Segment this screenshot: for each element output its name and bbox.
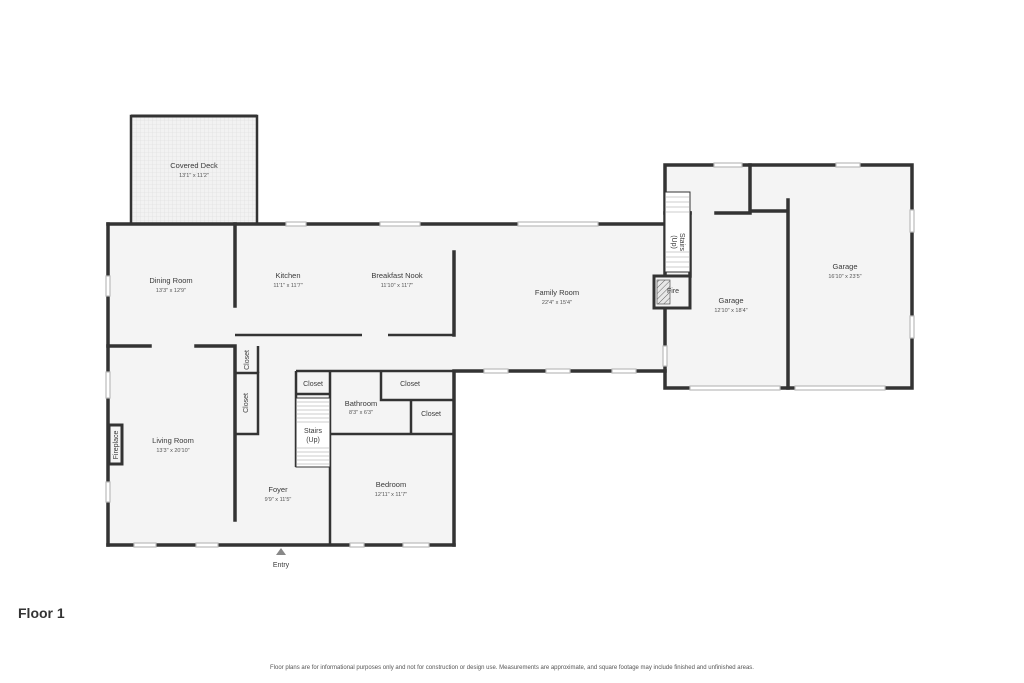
- main-floor-area: [108, 224, 454, 545]
- stairs-garage: [664, 191, 691, 273]
- fireplace-label: Fireplace: [113, 431, 120, 460]
- closet-label-1: Closet: [244, 350, 251, 370]
- garage-stairs-up-label: (Up): [670, 235, 677, 249]
- room-foyer: Foyer 9'9" x 11'5": [265, 485, 292, 503]
- garage-small-name: Garage: [718, 296, 743, 305]
- closet-label-2: Closet: [243, 393, 250, 413]
- closet-label-4: Closet: [400, 381, 420, 388]
- breakfast-nook-dims: 11'10" x 11'7": [381, 283, 413, 289]
- bathroom-name: Bathroom: [345, 399, 378, 408]
- living-room-name: Living Room: [152, 436, 194, 445]
- stairs-label: Stairs: [304, 428, 322, 435]
- fire-label: Fire: [667, 288, 679, 295]
- covered-deck-floor: [131, 116, 257, 224]
- fireplace-box: [107, 423, 124, 466]
- garage-large-name: Garage: [832, 262, 857, 271]
- dining-room-name: Dining Room: [149, 276, 192, 285]
- closet-label-3: Closet: [303, 381, 323, 388]
- floor-title: Floor 1: [18, 605, 65, 621]
- stairs-up-label: (Up): [306, 437, 320, 444]
- garage-small-dims: 12'10" x 18'4": [714, 308, 747, 314]
- family-room-dims: 22'4" x 15'4": [542, 300, 572, 306]
- garage-large-dims: 16'10" x 23'5": [828, 274, 861, 280]
- garage-stairs-label: Stairs: [678, 233, 685, 251]
- covered-deck-name: Covered Deck: [170, 161, 218, 170]
- kitchen-dims: 11'1" x 11'7": [273, 283, 302, 289]
- family-room-floor: [454, 224, 665, 371]
- bathroom-dims: 8'3" x 6'3": [349, 410, 373, 416]
- room-covered-deck: Covered Deck 13'1" x 11'2": [170, 161, 218, 179]
- windows: [105, 162, 915, 548]
- room-breakfast-nook: Breakfast Nook 11'10" x 11'7": [371, 271, 423, 289]
- fire-box: [652, 274, 692, 310]
- room-garage-large: Garage 16'10" x 23'5": [828, 262, 861, 280]
- room-bathroom: Bathroom 8'3" x 6'3": [345, 399, 378, 416]
- room-kitchen: Kitchen 11'1" x 11'7": [273, 271, 302, 289]
- room-family-room: Family Room 22'4" x 15'4": [535, 288, 579, 306]
- foyer-dims: 9'9" x 11'5": [265, 497, 292, 503]
- kitchen-name: Kitchen: [275, 271, 300, 280]
- entry-label: Entry: [273, 562, 290, 569]
- living-room-dims: 13'3" x 20'10": [156, 448, 189, 454]
- entry-arrow-icon: [276, 548, 286, 555]
- room-dining-room: Dining Room 13'3" x 12'9": [149, 276, 192, 294]
- bedroom-dims: 12'11" x 11'7": [375, 492, 407, 498]
- dining-room-dims: 13'3" x 12'9": [156, 288, 186, 294]
- bedroom-name: Bedroom: [376, 480, 406, 489]
- closet-label-5: Closet: [421, 411, 441, 418]
- covered-deck: [129, 114, 259, 224]
- room-garage-small: Garage 12'10" x 18'4": [714, 296, 747, 314]
- foyer-name: Foyer: [268, 485, 288, 494]
- family-room-name: Family Room: [535, 288, 579, 297]
- covered-deck-dims: 13'1" x 11'2": [179, 173, 209, 179]
- stairs-foyer: [295, 397, 331, 468]
- room-living-room: Living Room 13'3" x 20'10": [152, 436, 194, 454]
- room-bedroom: Bedroom 12'11" x 11'7": [375, 480, 407, 498]
- disclaimer-text: Floor plans are for informational purpos…: [270, 665, 754, 671]
- breakfast-nook-name: Breakfast Nook: [371, 271, 423, 280]
